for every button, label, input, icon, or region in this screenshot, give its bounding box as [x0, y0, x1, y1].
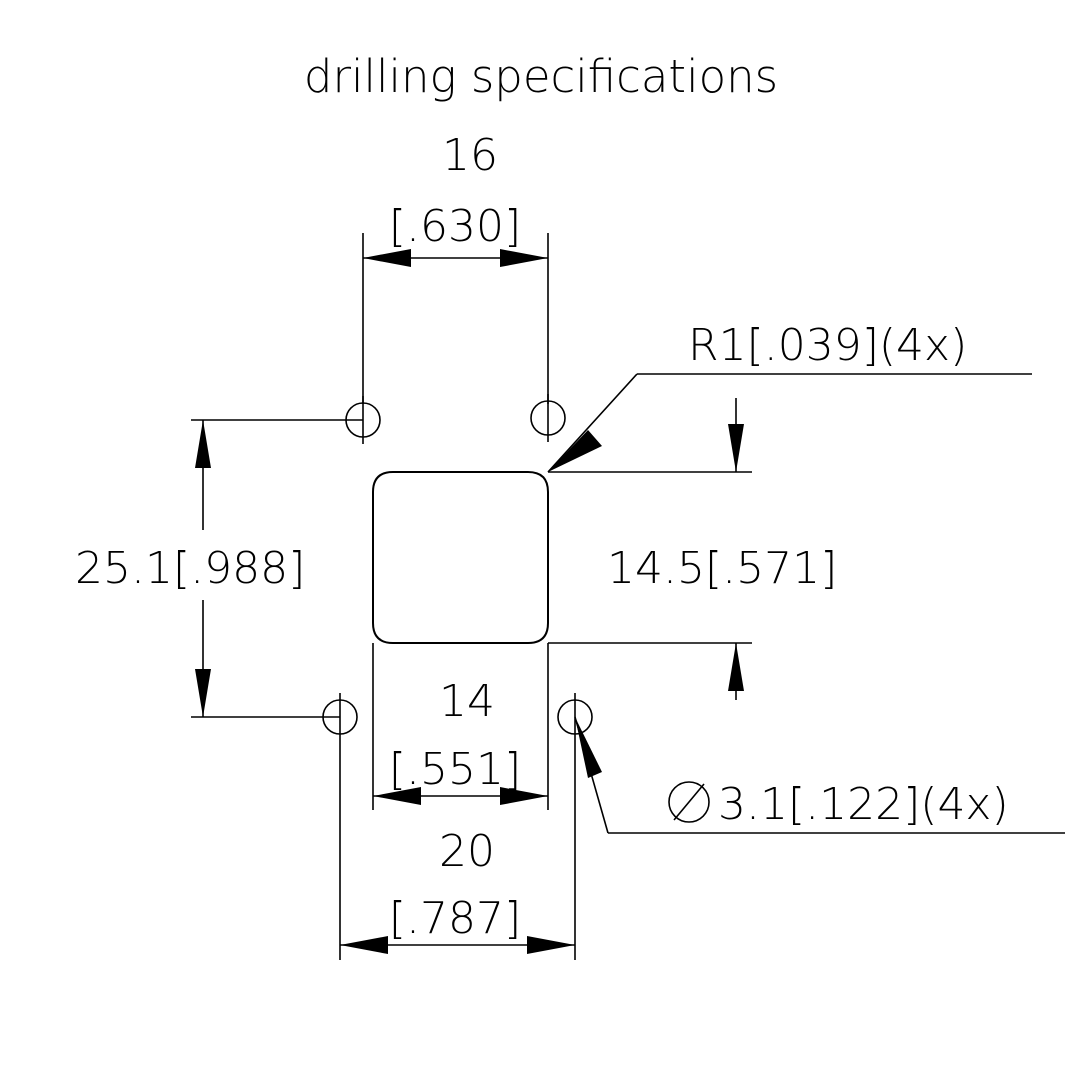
arrowhead-right-top: [728, 424, 744, 472]
diameter-symbol-icon: [668, 781, 710, 823]
right-vertical-dimension-label: 14.5[.571]: [607, 543, 837, 594]
diameter-symbol-slash-icon: [673, 783, 705, 821]
hole-diameter-callout-label: 3.1[.122](4x): [718, 779, 1009, 830]
arrowhead-bottom-left: [340, 936, 388, 954]
middle-width-metric: 14: [439, 676, 495, 727]
arrowhead-top-left: [363, 249, 411, 267]
arrowhead-left-top: [195, 420, 211, 468]
corner-radius-callout-label: R1[.039](4x): [688, 320, 967, 371]
top-dimension-metric: 16: [442, 130, 498, 181]
left-vertical-dimension-label: 25.1[.988]: [75, 543, 305, 594]
bottom-width-imperial: [.787]: [389, 893, 521, 944]
bottom-width-metric: 20: [439, 826, 495, 877]
body-outline-rounded-rect: [372, 471, 549, 644]
arrowhead-bottom-right: [527, 936, 575, 954]
arrowhead-middle-right: [500, 787, 548, 805]
corner-radius-leader-line: [547, 373, 638, 473]
arrowhead-left-bottom: [195, 669, 211, 717]
top-dimension-imperial: [.630]: [389, 201, 521, 252]
arrowhead-middle-left: [373, 787, 421, 805]
corner-radius-leader-arrow: [548, 430, 602, 472]
hole-diameter-leader-arrow: [575, 717, 602, 778]
middle-width-imperial: [.551]: [389, 744, 521, 795]
arrowhead-top-right: [500, 249, 548, 267]
drawing-title: drilling specifications: [304, 50, 778, 103]
arrowhead-right-bottom: [728, 643, 744, 691]
